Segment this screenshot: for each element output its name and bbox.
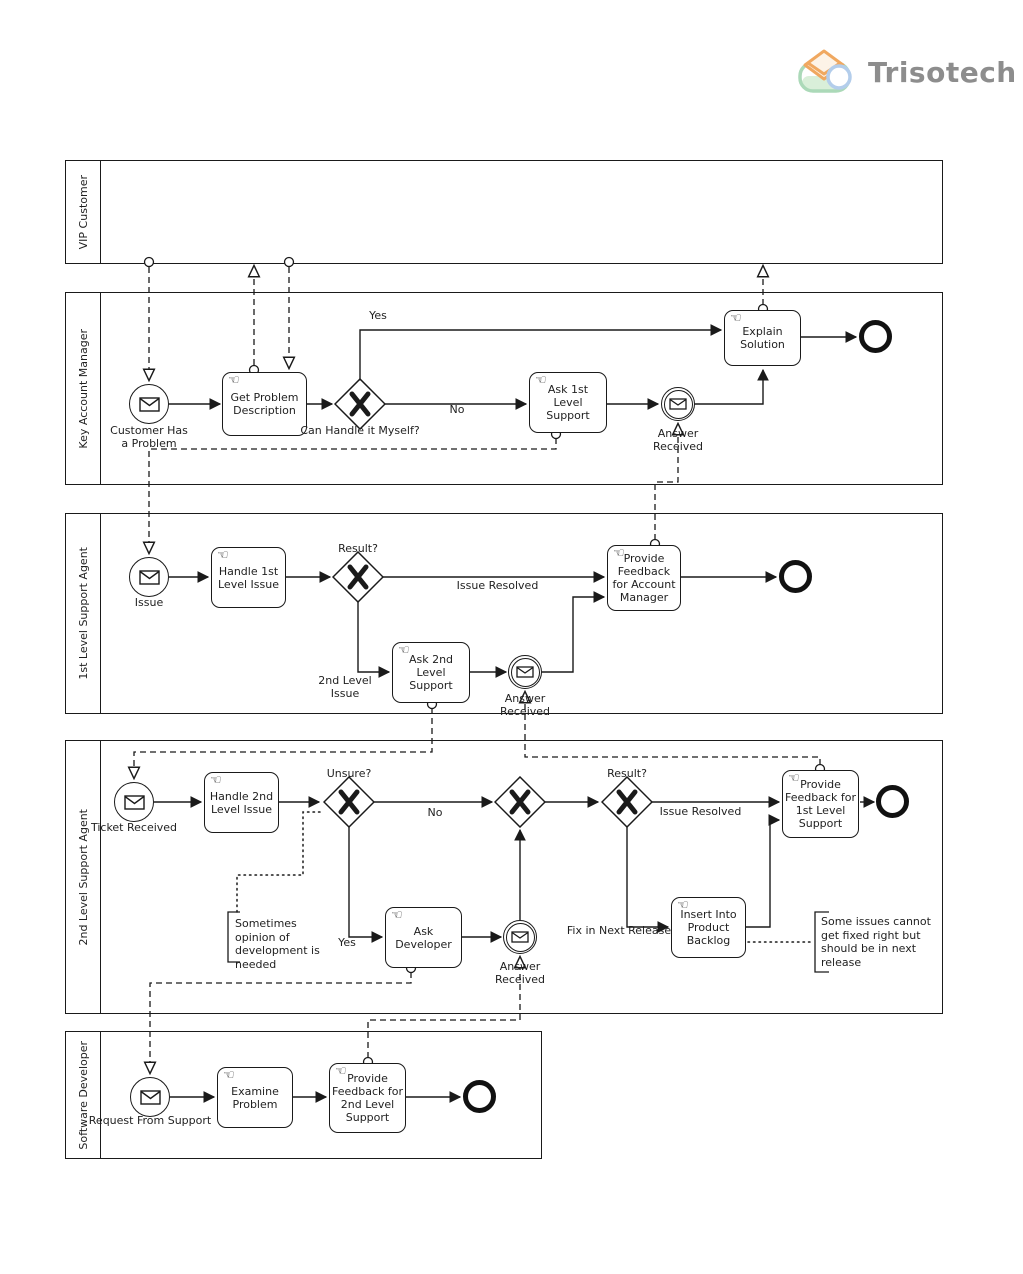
- manual-task-icon: ☜: [788, 771, 800, 786]
- message-icon: [669, 398, 687, 410]
- manual-task-icon: ☜: [217, 548, 229, 563]
- flow-label-yes: Yes: [338, 936, 356, 949]
- lane-key-account-manager: Key Account Manager: [65, 292, 943, 485]
- brand-name: Trisotech: [868, 55, 1017, 89]
- manual-task-icon: ☜: [677, 898, 689, 913]
- lane-band: 2nd Level Support Agent: [66, 741, 101, 1013]
- flow-label-fix-in-next-release: Fix in Next Release: [566, 924, 672, 937]
- start-event-ticket-received: [114, 782, 154, 822]
- task-ask-developer: ☜ Ask Developer: [385, 907, 462, 968]
- manual-task-icon: ☜: [730, 311, 742, 326]
- task-label: Handle 2nd Level Issue: [209, 789, 274, 816]
- task-label: Examine Problem: [231, 1084, 279, 1111]
- start-event-issue: [129, 557, 169, 597]
- task-explain-solution: ☜ Explain Solution: [724, 310, 801, 366]
- flow-label-issue-resolved: Issue Resolved: [659, 805, 742, 818]
- task-ask-2nd-level-support: ☜ Ask 2nd Level Support: [392, 642, 470, 703]
- task-label: Explain Solution: [740, 325, 785, 351]
- gateway-label: Result?: [338, 542, 378, 555]
- lane-label: 1st Level Support Agent: [76, 547, 90, 680]
- flow-label-no: No: [449, 403, 465, 416]
- gateway-unsure: [322, 775, 376, 829]
- end-event-kam: [859, 320, 892, 353]
- manual-task-icon: ☜: [228, 373, 240, 388]
- manual-task-icon: ☜: [398, 643, 410, 658]
- catch-event-answer-received-2nd: [503, 920, 537, 954]
- annotation-dev-opinion: Sometimes opinion of development is need…: [235, 917, 320, 971]
- task-label: Provide Feedback for 2nd Level Support: [332, 1072, 404, 1124]
- manual-task-icon: ☜: [391, 908, 403, 923]
- manual-task-icon: ☜: [223, 1068, 235, 1083]
- lane-1st-level-support-agent: 1st Level Support Agent: [65, 513, 943, 714]
- end-event-swd: [463, 1080, 496, 1113]
- gateway-merge: [493, 775, 547, 829]
- event-label: Ticket Received: [90, 821, 178, 834]
- lane-band: Software Developer: [66, 1032, 101, 1158]
- task-label: Handle 1st Level Issue: [218, 564, 279, 591]
- event-label: Request From Support: [88, 1114, 212, 1127]
- start-event-customer-has-a-problem: [129, 384, 169, 424]
- task-label: Insert Into Product Backlog: [680, 908, 737, 947]
- event-label: Answer Received: [494, 960, 546, 986]
- message-icon: [138, 396, 160, 412]
- gateway-label: Unsure?: [326, 767, 372, 780]
- task-insert-into-product-backlog: ☜ Insert Into Product Backlog: [671, 897, 746, 958]
- start-event-request-from-support: [130, 1077, 170, 1117]
- lane-label: Key Account Manager: [76, 328, 90, 449]
- catch-event-answer-received-kam: [661, 387, 695, 421]
- task-handle-1st-level-issue: ☜ Handle 1st Level Issue: [211, 547, 286, 608]
- event-label: Answer Received: [499, 692, 551, 718]
- flow-label-issue-resolved: Issue Resolved: [456, 579, 539, 592]
- manual-task-icon: ☜: [335, 1064, 347, 1079]
- message-icon: [511, 931, 529, 943]
- catch-event-answer-received-1st: [508, 655, 542, 689]
- task-provide-feedback-for-account-manager: ☜ Provide Feedback for Account Manager: [607, 545, 681, 611]
- manual-task-icon: ☜: [210, 773, 222, 788]
- lane-label: VIP Customer: [76, 174, 90, 250]
- flow-label-2nd-level-issue: 2nd Level Issue: [318, 674, 372, 700]
- task-label: Ask 1st Level Support: [546, 383, 590, 422]
- task-ask-1st-level-support: ☜ Ask 1st Level Support: [529, 372, 607, 433]
- message-icon: [138, 569, 160, 585]
- flow-label-no: No: [427, 806, 443, 819]
- gateway-result-2nd: [600, 775, 654, 829]
- lane-band: Key Account Manager: [66, 293, 101, 484]
- manual-task-icon: ☜: [535, 373, 547, 388]
- flow-label-yes: Yes: [369, 309, 387, 322]
- task-provide-feedback-for-1st-level-support: ☜ Provide Feedback for 1st Level Support: [782, 770, 859, 838]
- event-label: Customer Has a Problem: [110, 424, 188, 450]
- gateway-label: Result?: [607, 767, 647, 780]
- message-icon: [516, 666, 534, 678]
- task-label: Provide Feedback for 1st Level Support: [785, 778, 857, 830]
- message-icon: [123, 794, 145, 810]
- task-label: Provide Feedback for Account Manager: [612, 552, 676, 604]
- lane-vip-customer: VIP Customer: [65, 160, 943, 264]
- task-label: Ask 2nd Level Support: [408, 653, 454, 692]
- task-label: Get Problem Description: [230, 391, 299, 417]
- gateway-label: Can Handle it Myself?: [300, 424, 420, 437]
- end-event-2nd: [876, 785, 909, 818]
- lane-label: Software Developer: [76, 1040, 90, 1150]
- task-label: Ask Developer: [395, 924, 452, 951]
- lane-band: VIP Customer: [66, 161, 101, 263]
- end-event-1st: [779, 560, 812, 593]
- message-icon: [139, 1089, 161, 1105]
- lane-label: 2nd Level Support Agent: [76, 808, 90, 946]
- brand-logo: Trisotech: [798, 48, 1017, 96]
- task-get-problem-description: ☜ Get Problem Description: [222, 372, 307, 436]
- event-label: Issue: [134, 596, 164, 609]
- annotation-next-release: Some issues cannot get fixed right but s…: [821, 915, 931, 969]
- task-handle-2nd-level-issue: ☜ Handle 2nd Level Issue: [204, 772, 279, 833]
- gateway-result-1st: [331, 550, 385, 604]
- event-label: Answer Received: [652, 427, 704, 453]
- lane-band: 1st Level Support Agent: [66, 514, 101, 713]
- manual-task-icon: ☜: [613, 546, 625, 561]
- task-provide-feedback-for-2nd-level-support: ☜ Provide Feedback for 2nd Level Support: [329, 1063, 406, 1133]
- trisotech-logo-icon: [798, 49, 852, 93]
- task-examine-problem: ☜ Examine Problem: [217, 1067, 293, 1128]
- gateway-can-handle-it-myself: [333, 377, 387, 431]
